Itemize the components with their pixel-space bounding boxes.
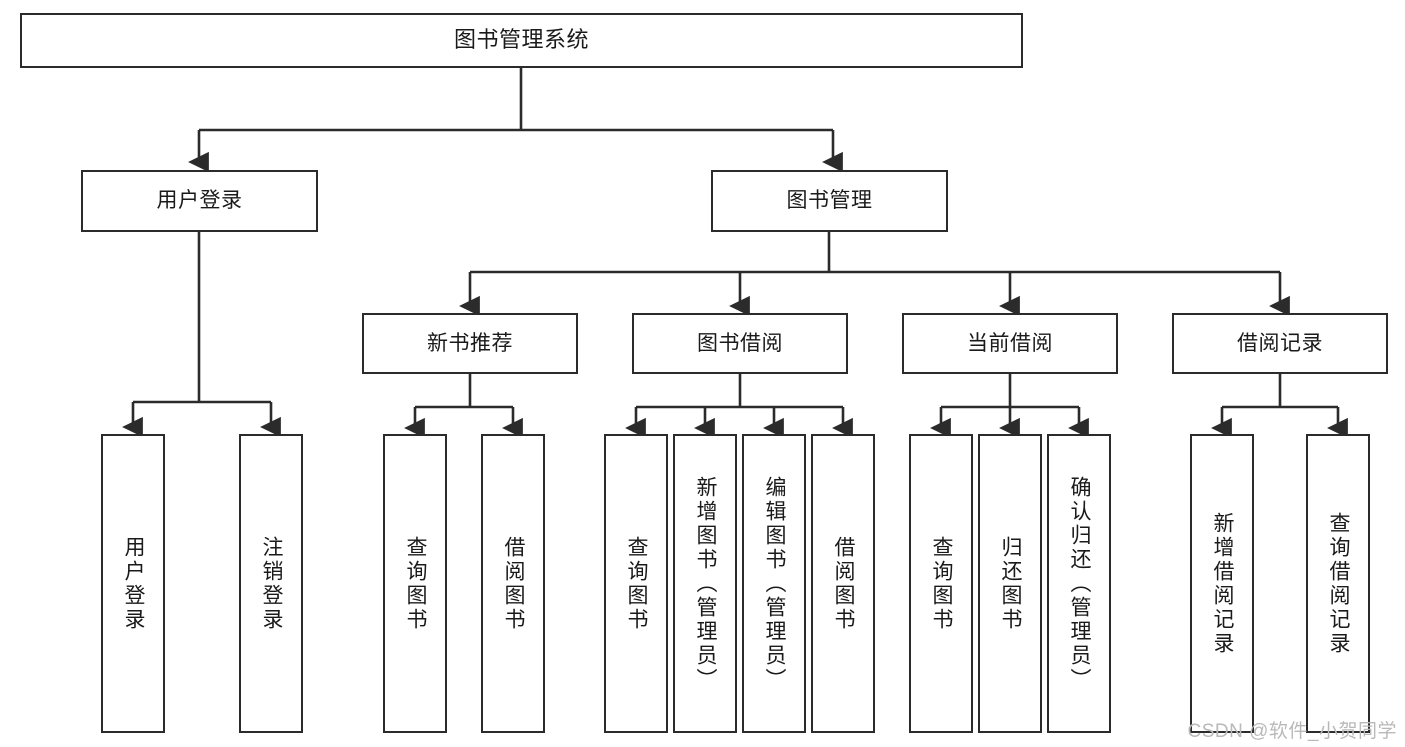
node-label: 图书管理 [786, 189, 873, 213]
node-label: 图书借阅 [697, 331, 783, 355]
node-borrow-records[interactable]: 借阅记录 [1172, 313, 1388, 374]
node-user-login[interactable]: 用户登录 [81, 170, 318, 232]
node-label: 编辑图书（管理员） [763, 475, 787, 692]
node-book-borrow[interactable]: 图书借阅 [632, 313, 848, 374]
node-new-book-recommend[interactable]: 新书推荐 [362, 313, 578, 374]
leaf-borrow-book[interactable]: 借阅图书 [811, 434, 875, 733]
node-label: 用户登录 [122, 535, 146, 632]
leaf-user-logout[interactable]: 注销登录 [239, 434, 303, 733]
leaf-borrow-book-recommend[interactable]: 借阅图书 [481, 434, 545, 733]
node-label: 图书管理系统 [453, 27, 589, 53]
leaf-confirm-return-admin[interactable]: 确认归还（管理员） [1047, 434, 1111, 733]
node-label: 用户登录 [156, 189, 243, 213]
leaf-add-borrow-record[interactable]: 新增借阅记录 [1190, 434, 1254, 733]
node-label: 新书推荐 [427, 331, 513, 355]
node-label: 新增图书（管理员） [694, 475, 718, 692]
leaf-user-login[interactable]: 用户登录 [101, 434, 165, 733]
node-label: 借阅图书 [502, 535, 526, 632]
node-current-borrow[interactable]: 当前借阅 [902, 313, 1118, 374]
leaf-query-book-recommend[interactable]: 查询图书 [383, 434, 447, 733]
node-label: 查询图书 [404, 535, 428, 632]
leaf-return-book[interactable]: 归还图书 [978, 434, 1042, 733]
node-label: 查询图书 [625, 535, 649, 632]
leaf-query-book-borrow[interactable]: 查询图书 [604, 434, 668, 733]
node-label: 归还图书 [999, 535, 1023, 632]
node-label: 新增借阅记录 [1211, 511, 1235, 656]
node-label: 注销登录 [260, 535, 284, 632]
node-root-book-management-system[interactable]: 图书管理系统 [20, 13, 1023, 68]
node-label: 借阅图书 [832, 535, 856, 632]
node-label: 查询借阅记录 [1327, 511, 1351, 656]
watermark: CSDN @软件_小贺同学 [1187, 721, 1397, 742]
node-label: 借阅记录 [1237, 331, 1323, 355]
leaf-edit-book-admin[interactable]: 编辑图书（管理员） [742, 434, 806, 733]
node-label: 当前借阅 [967, 331, 1053, 355]
node-label: 确认归还（管理员） [1068, 475, 1092, 692]
leaf-add-book-admin[interactable]: 新增图书（管理员） [673, 434, 737, 733]
node-book-management[interactable]: 图书管理 [711, 170, 948, 232]
leaf-query-borrow-record[interactable]: 查询借阅记录 [1306, 434, 1370, 733]
node-label: 查询图书 [930, 535, 954, 632]
leaf-query-book-current[interactable]: 查询图书 [909, 434, 973, 733]
